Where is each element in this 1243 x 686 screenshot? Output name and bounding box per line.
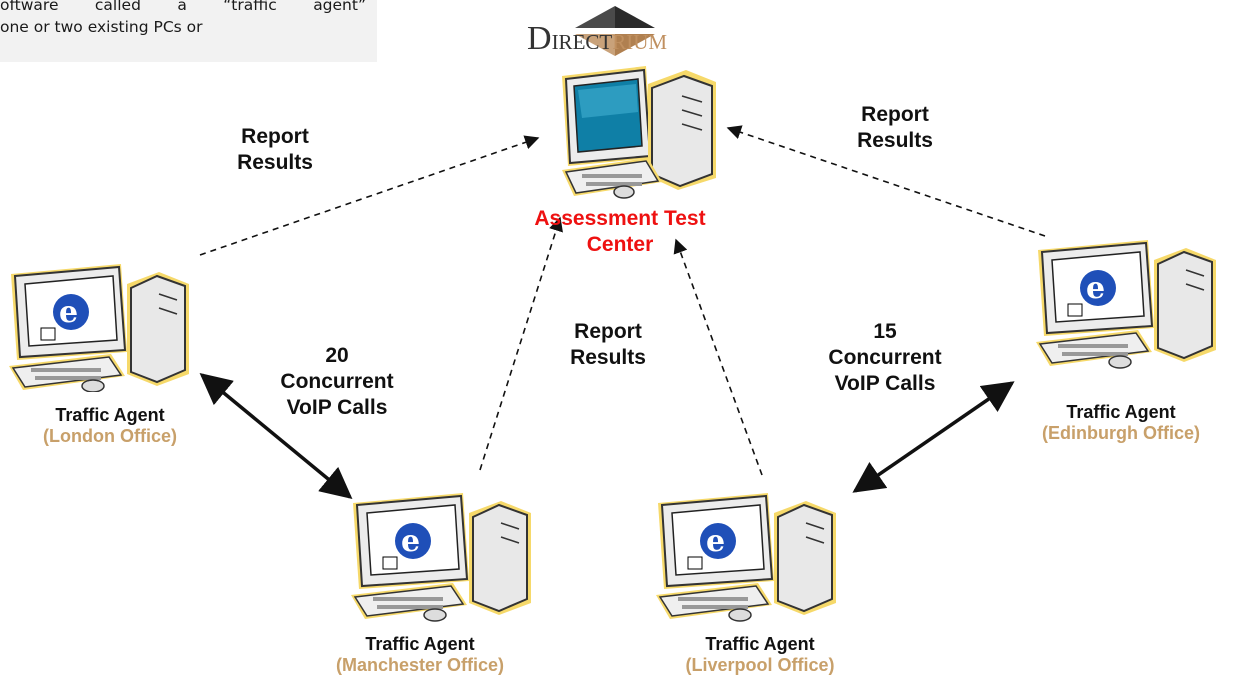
report-label-right: Report Results	[820, 102, 970, 154]
agent-label-edinburgh: Traffic Agent (Edinburgh Office)	[1016, 402, 1226, 444]
calls-voip: VoIP Calls	[286, 396, 388, 419]
svg-text:e: e	[401, 524, 420, 559]
liverpool-computer-icon: e	[656, 493, 836, 622]
svg-text:e: e	[59, 295, 78, 330]
logo-rest-a: IRECT	[551, 30, 613, 54]
report-word: Report	[574, 320, 642, 343]
agent-office: (Edinburgh Office)	[1042, 423, 1200, 443]
caption-box: oftware called a “traffic agent” one or …	[0, 0, 377, 62]
agent-office: (London Office)	[43, 426, 177, 446]
report-label-left: Report Results	[200, 124, 350, 176]
calls-label-left: 20 Concurrent VoIP Calls	[262, 343, 412, 421]
svg-text:e: e	[1086, 271, 1105, 306]
report-word: Report	[861, 103, 929, 126]
directrium-logo: DIRECTRIUM	[527, 6, 735, 57]
report-line-london	[199, 135, 540, 256]
report-label-middle: Report Results	[533, 319, 683, 371]
caption-line-1: oftware called a “traffic agent”	[0, 0, 366, 14]
agent-title: Traffic Agent	[365, 634, 475, 654]
agent-title: Traffic Agent	[55, 405, 165, 425]
agent-office: (Manchester Office)	[335, 655, 505, 675]
calls-voip: VoIP Calls	[834, 372, 936, 395]
agent-label-london: Traffic Agent (London Office)	[10, 405, 210, 447]
calls-count: 20	[325, 344, 349, 367]
manchester-computer-icon: e	[351, 493, 531, 622]
calls-line-left	[199, 372, 353, 500]
caption-line-2: one or two existing PCs or	[0, 18, 203, 36]
london-computer-icon: e	[9, 264, 189, 392]
calls-count: 15	[873, 320, 897, 343]
report-line-liverpool	[673, 238, 763, 476]
agent-title: Traffic Agent	[1066, 402, 1176, 422]
results-word: Results	[237, 151, 313, 174]
svg-text:e: e	[706, 524, 725, 559]
agent-title: Traffic Agent	[705, 634, 815, 654]
logo-text: DIRECTRIUM	[527, 20, 667, 58]
report-word: Report	[241, 125, 309, 148]
logo-rest-b: RIUM	[612, 30, 668, 54]
calls-line-right	[852, 381, 1015, 493]
central-computer-icon	[562, 66, 716, 199]
results-word: Results	[570, 346, 646, 369]
logo-diamond-icon	[575, 6, 655, 56]
assessment-center-label: Assessment Test Center	[490, 206, 750, 258]
report-line-manchester	[479, 216, 563, 471]
agent-label-manchester: Traffic Agent (Manchester Office)	[300, 634, 540, 676]
calls-label-right: 15 Concurrent VoIP Calls	[810, 319, 960, 397]
report-line-edinburgh	[726, 125, 1046, 237]
center-label-line-2: Center	[586, 233, 654, 256]
agent-office: (Liverpool Office)	[685, 655, 835, 675]
calls-concurrent: Concurrent	[280, 370, 394, 393]
edinburgh-computer-icon: e	[1036, 240, 1216, 369]
calls-concurrent: Concurrent	[828, 346, 942, 369]
results-word: Results	[857, 129, 933, 152]
agent-label-liverpool: Traffic Agent (Liverpool Office)	[660, 634, 860, 676]
center-label-line-1: Assessment Test	[534, 207, 706, 230]
logo-letter: D	[527, 20, 552, 57]
